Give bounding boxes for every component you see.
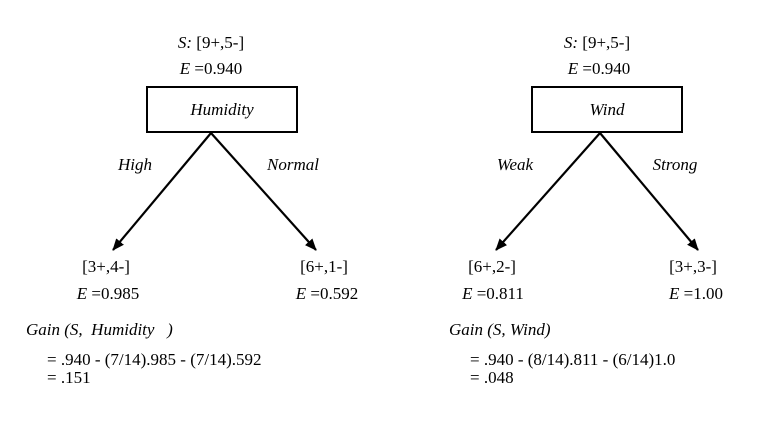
root-set-label: S:: [177, 33, 193, 52]
node-wind: Wind: [531, 86, 683, 133]
entropy-label: E: [179, 59, 191, 78]
leaf-set-high: [3+,4-]: [82, 257, 130, 276]
entropy-label: E: [462, 284, 473, 303]
branch-label-high: High: [118, 155, 152, 174]
edge-wind-strong: [599, 132, 699, 251]
leaf-set-strong: [3+,3-]: [669, 257, 717, 276]
root-set-value: [9+,5-]: [196, 33, 245, 52]
entropy-value: 0.811: [486, 284, 524, 303]
leaf-set-weak: [6+,2-]: [468, 257, 516, 276]
edge-humidity-normal: [210, 132, 317, 251]
entropy-label: E: [76, 284, 88, 303]
entropy-value: 0.940: [591, 59, 631, 78]
root-entropy-humidity: E =0.940: [179, 59, 243, 78]
gain-title-wind: Gain (S, Wind): [449, 320, 551, 339]
edge-humidity-high: [112, 132, 212, 251]
root-entropy-wind: E =0.940: [567, 59, 631, 78]
branch-label-weak: Weak: [496, 155, 534, 174]
node-wind-label: Wind: [589, 99, 625, 119]
entropy-label: E: [295, 284, 307, 303]
gain-result-wind: = .048: [470, 368, 514, 387]
gain-formula-humidity: = .940 - (7/14).985 - (7/14).592: [47, 350, 262, 369]
entropy-value: 0.592: [319, 284, 359, 303]
node-humidity: Humidity: [146, 86, 298, 133]
leaf-entropy-strong: E =1.00: [669, 284, 723, 303]
gain-formula-wind: = .940 - (8/14).811 - (6/14)1.0: [470, 350, 676, 369]
root-set-humidity: S: [9+,5-]: [178, 33, 244, 53]
root-set-label: S:: [563, 33, 579, 52]
node-humidity-label: Humidity: [190, 99, 254, 119]
entropy-value: 0.940: [203, 59, 243, 78]
leaf-entropy-weak: E =0.811: [462, 284, 524, 303]
gain-title-humidity: Gain (S, Humidity ): [26, 320, 173, 339]
edge-wind-weak: [495, 132, 601, 251]
leaf-entropy-normal: E =0.592: [295, 284, 359, 303]
entropy-value: 0.985: [100, 284, 140, 303]
gain-result-humidity: = .151: [47, 368, 91, 387]
leaf-entropy-high: E =0.985: [76, 284, 140, 303]
root-set-wind: S: [9+,5-]: [564, 33, 630, 53]
entropy-label: E: [567, 59, 579, 78]
branch-label-normal: Normal: [267, 155, 319, 174]
entropy-value: 1.00: [693, 284, 723, 303]
branch-label-strong: Strong: [652, 155, 698, 174]
entropy-label: E: [669, 284, 680, 303]
leaf-set-normal: [6+,1-]: [300, 257, 348, 276]
root-set-value: [9+,5-]: [582, 33, 631, 52]
